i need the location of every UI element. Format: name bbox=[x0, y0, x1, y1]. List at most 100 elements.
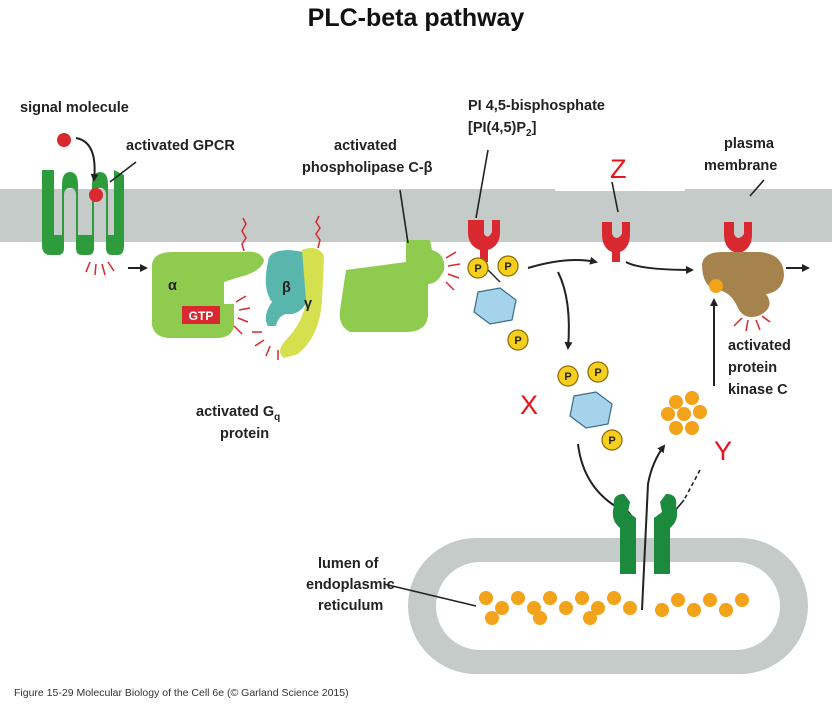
label-pkc-line2: protein bbox=[728, 360, 777, 376]
phosphate-label: P bbox=[474, 263, 481, 275]
z-pointer-line bbox=[611, 181, 619, 213]
phosphate-group: P bbox=[587, 361, 609, 383]
calcium-ion bbox=[543, 591, 557, 605]
calcium-ion bbox=[693, 405, 707, 419]
calcium-ion bbox=[671, 593, 685, 607]
er-pointer-line bbox=[383, 583, 477, 607]
label-plc-line1: activated bbox=[334, 138, 397, 154]
phosphate-circle bbox=[507, 329, 529, 351]
er-calcium-ions bbox=[479, 591, 749, 625]
protein-kinase-c bbox=[702, 252, 784, 332]
calcium-ion bbox=[719, 603, 733, 617]
y-pointer-line bbox=[683, 469, 701, 501]
phosphate-circle bbox=[557, 365, 579, 387]
pip2-inositol-ring bbox=[473, 287, 517, 325]
label-er-line3: reticulum bbox=[318, 598, 383, 614]
dag-lipid bbox=[602, 222, 630, 262]
ip3-inositol-ring bbox=[569, 391, 613, 429]
phosphate-label: P bbox=[608, 435, 615, 447]
calcium-ion bbox=[485, 611, 499, 625]
label-gq-line1: activated Gq bbox=[196, 404, 280, 423]
label-pip2-line2: [PI(4,5)P2] bbox=[468, 120, 537, 139]
label-gamma: γ bbox=[304, 296, 312, 312]
calcium-ion bbox=[685, 421, 699, 435]
calcium-ion bbox=[669, 395, 683, 409]
gq-beta-gamma-subunits bbox=[252, 215, 324, 360]
calcium-ion bbox=[511, 591, 525, 605]
label-beta: β bbox=[282, 280, 291, 296]
gq-alpha-subunit bbox=[151, 217, 264, 338]
label-pkc-line3: kinase C bbox=[728, 382, 788, 398]
calcium-ion bbox=[735, 593, 749, 607]
label-signal-molecule: signal molecule bbox=[20, 100, 129, 116]
signal-binding-arrow bbox=[75, 137, 99, 182]
ip3-receptor-channel bbox=[612, 494, 678, 574]
membrane-pointer-line bbox=[749, 179, 765, 197]
label-er-line2: endoplasmic bbox=[306, 577, 395, 593]
plasma-membrane bbox=[0, 189, 832, 242]
label-plc-line2: phospholipase C-β bbox=[302, 160, 433, 176]
calcium-ion bbox=[623, 601, 637, 615]
phosphate-label: P bbox=[564, 371, 571, 383]
gpcr-receptor bbox=[42, 170, 124, 276]
label-er-line1: lumen of bbox=[318, 556, 379, 572]
phosphate-circle bbox=[601, 429, 623, 451]
gpcr-pointer-line bbox=[109, 161, 137, 183]
pip2-pointer-line bbox=[475, 149, 489, 219]
phosphate-group: P bbox=[557, 365, 579, 387]
dag-to-pkc-arrow bbox=[625, 261, 694, 274]
phosphate-label: P bbox=[504, 261, 511, 273]
calcium-ion bbox=[661, 407, 675, 421]
label-gtp: GTP bbox=[189, 309, 214, 323]
calcium-release-arrow bbox=[641, 444, 666, 611]
calcium-ion bbox=[495, 601, 509, 615]
phosphate-group: P bbox=[507, 329, 529, 351]
calcium-ion bbox=[655, 603, 669, 617]
calcium-ion bbox=[677, 407, 691, 421]
pkc-calcium-ion bbox=[709, 279, 723, 293]
label-pkc-line1: activated bbox=[728, 338, 791, 354]
gtp-box bbox=[182, 306, 220, 324]
label-alpha: α bbox=[168, 278, 177, 294]
calcium-ion bbox=[583, 611, 597, 625]
marker-y: Y bbox=[714, 436, 732, 466]
calcium-ion bbox=[685, 391, 699, 405]
endoplasmic-reticulum bbox=[408, 538, 808, 674]
label-pip2-line1: PI 4,5-bisphosphate bbox=[468, 98, 605, 114]
phosphate-group: P bbox=[497, 255, 519, 277]
phosphate-circle bbox=[497, 255, 519, 277]
calcium-ion bbox=[669, 421, 683, 435]
calcium-ion bbox=[687, 603, 701, 617]
label-plasma-line2: membrane bbox=[704, 158, 777, 174]
calcium-ion bbox=[575, 591, 589, 605]
phosphate-group: P bbox=[601, 429, 623, 451]
phosphate-label: P bbox=[514, 335, 521, 347]
label-gq-line2: protein bbox=[220, 426, 269, 442]
phosphate-circle bbox=[587, 361, 609, 383]
dag-in-pkc bbox=[724, 222, 752, 262]
phosphate-group: P bbox=[467, 257, 489, 279]
signal-molecule-bound bbox=[89, 188, 103, 202]
marker-x: X bbox=[520, 390, 538, 420]
marker-z: Z bbox=[610, 154, 627, 184]
pip2-to-ip3-arrow bbox=[557, 271, 573, 350]
phosphate-groups: P P P P P P bbox=[467, 255, 623, 451]
label-plasma-line1: plasma bbox=[724, 136, 775, 152]
plc-pointer-line bbox=[399, 189, 409, 244]
calcium-ion bbox=[607, 591, 621, 605]
calcium-ion bbox=[533, 611, 547, 625]
calcium-ion bbox=[591, 601, 605, 615]
label-activated-gpcr: activated GPCR bbox=[126, 138, 235, 154]
calcium-ion bbox=[479, 591, 493, 605]
released-calcium-ions bbox=[661, 391, 707, 435]
figure-caption: Figure 15-29 Molecular Biology of the Ce… bbox=[14, 687, 349, 699]
signal-molecule-free bbox=[57, 133, 71, 147]
calcium-ion bbox=[703, 593, 717, 607]
phosphate-label: P bbox=[594, 367, 601, 379]
calcium-ion bbox=[559, 601, 573, 615]
membrane-notch bbox=[555, 183, 685, 191]
phosphate-circle bbox=[467, 257, 489, 279]
pip2-to-dag-arrow bbox=[527, 256, 598, 269]
page-title: PLC-beta pathway bbox=[307, 4, 525, 32]
